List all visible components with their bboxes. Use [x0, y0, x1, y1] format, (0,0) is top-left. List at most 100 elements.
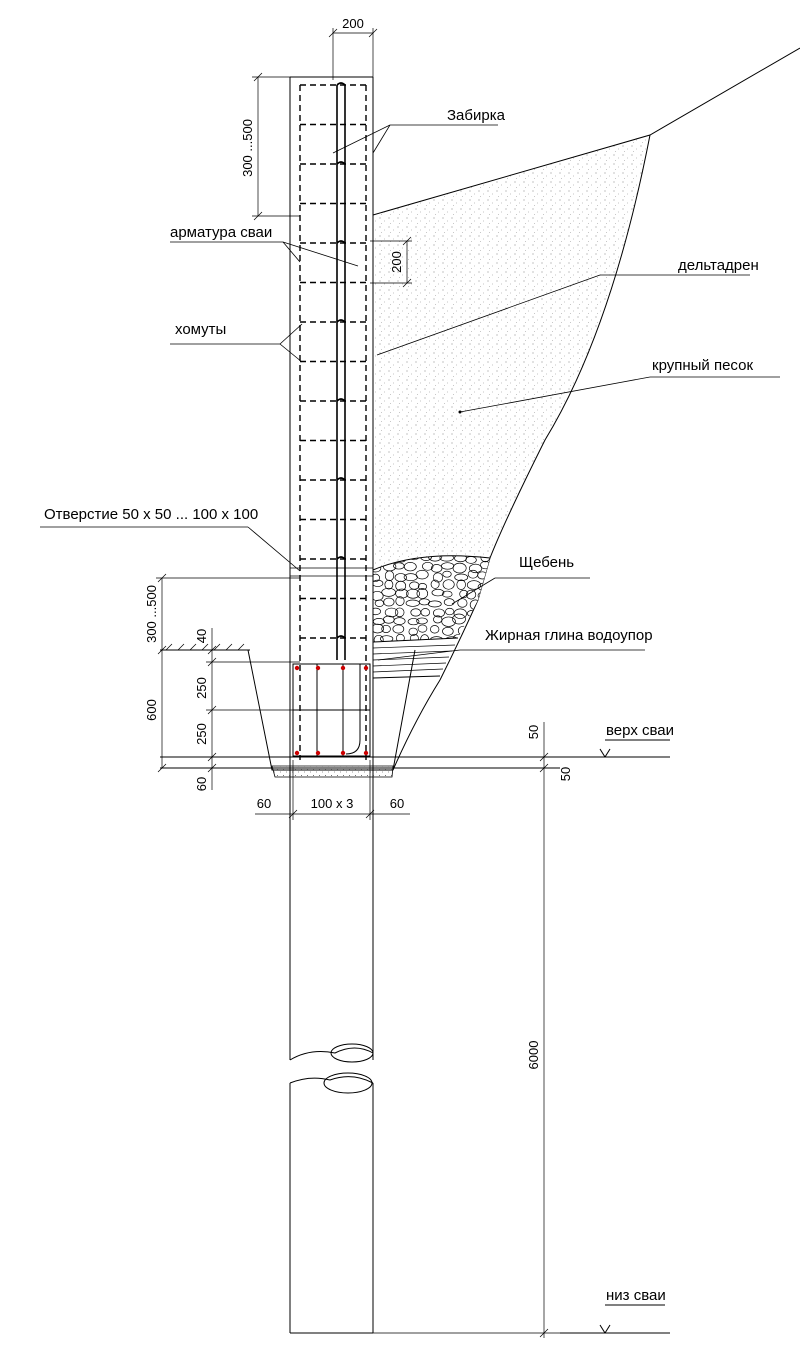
dim-top-200: 200: [342, 16, 364, 31]
label-niz-svai: низ сваи: [606, 1287, 666, 1304]
gravel-stone: [491, 581, 504, 591]
sand-backfill: [373, 135, 650, 570]
gravel-stone: [494, 589, 504, 597]
gravel-stone: [466, 625, 480, 633]
gravel-stone: [442, 626, 454, 636]
gravel-stone: [373, 623, 384, 634]
callout-armatura: арматура сваи: [170, 224, 359, 267]
dim-bottom-60-left: 60: [257, 796, 271, 811]
gravel-stone: [373, 590, 384, 601]
gravel-stone: [430, 579, 440, 589]
rebar-hook: [336, 319, 346, 323]
gravel-stone: [407, 618, 420, 626]
gravel-stone: [441, 616, 456, 627]
callout-otverstie: Отверстие 50 х 50 ... 100 х 100: [40, 506, 373, 577]
gravel-stone: [416, 617, 428, 625]
gravel-stone: [452, 613, 466, 625]
gravel-stone: [442, 570, 452, 578]
gravel-stone: [396, 633, 405, 642]
gravel-stone: [395, 580, 407, 592]
level-marker-top: верх сваи: [560, 722, 674, 758]
gravel-stone: [427, 600, 442, 608]
gravel-stone: [493, 616, 503, 626]
label-glina: Жирная глина водоупор: [485, 627, 653, 644]
gravel-stone: [480, 561, 490, 570]
callout-khomuty: хомуты: [170, 321, 303, 363]
label-armatura: арматура сваи: [170, 224, 272, 241]
callout-shcheben: Щебень: [451, 554, 590, 605]
gravel-stone: [430, 564, 443, 573]
gravel-stone: [381, 624, 391, 633]
label-pesok: крупный песок: [652, 357, 753, 374]
gravel-stone: [482, 598, 490, 607]
label-khomuty: хомуты: [175, 321, 226, 338]
gravel-stone: [408, 627, 418, 636]
rebar-hook: [336, 82, 346, 86]
gravel-stone: [475, 616, 489, 624]
dim-40: 40: [194, 629, 209, 643]
gravel-stone: [422, 561, 434, 571]
dim-250b: 250: [194, 723, 209, 745]
dim-bottom-100x3: 100 х 3: [311, 796, 354, 811]
gravel-stone: [394, 607, 405, 618]
dim-bottom-60-right: 60: [390, 796, 404, 811]
gravel-stone: [392, 624, 405, 634]
gravel-stone: [466, 580, 482, 590]
callout-deltadren: дельтадрен: [376, 257, 759, 356]
gravel-stone: [457, 598, 468, 608]
gravel-stone: [384, 570, 395, 582]
gravel-stone: [445, 607, 455, 616]
dim-600: 600: [144, 699, 159, 721]
concrete-base: [160, 643, 560, 778]
label-verkh-svai: верх сваи: [606, 722, 674, 739]
gravel-stone: [488, 606, 490, 617]
callout-glina: Жирная глина водоупор: [377, 627, 653, 661]
gravel-stone: [409, 633, 419, 642]
gravel-stone: [373, 607, 381, 616]
label-shcheben: Щебень: [519, 554, 574, 571]
pile-body: [289, 76, 374, 1334]
gravel-stone: [395, 596, 405, 606]
callout-pesok: крупный песок: [458, 357, 780, 414]
gravel-stone: [373, 579, 384, 587]
dim-spacing-200: 200: [389, 251, 404, 273]
gravel-stone: [468, 563, 483, 574]
dim-spacing-300-500: 300 ...500: [240, 119, 255, 177]
gravel-stone: [417, 624, 428, 633]
rebar-hook: [336, 398, 346, 402]
callout-zabirka: Забирка: [332, 107, 506, 154]
rebar-hook: [336, 635, 346, 639]
gravel-stone: [384, 607, 399, 618]
pile-cap-reinforcement: [292, 663, 371, 757]
gravel-stone: [406, 588, 421, 599]
level-marker-bottom: низ сваи: [560, 1287, 670, 1334]
label-deltadren: дельтадрен: [678, 257, 759, 274]
gravel-stone: [373, 573, 380, 582]
gravel-stone: [492, 553, 500, 563]
gravel-stone: [466, 589, 477, 600]
rebar-hook: [336, 556, 346, 560]
gravel-stone: [433, 615, 443, 624]
gravel-stone: [417, 583, 428, 591]
gravel-stone: [415, 569, 429, 580]
gravel-stone: [494, 572, 503, 578]
gravel-stone: [373, 634, 384, 642]
gravel-stone: [477, 591, 490, 600]
excavation-boundary: [392, 134, 651, 771]
gravel-stone: [416, 588, 429, 599]
dim-6000: 6000: [526, 1041, 541, 1070]
gravel-stone: [395, 588, 409, 599]
gravel-stone: [384, 579, 394, 590]
gravel-stone: [469, 616, 482, 628]
rebar-hook: [336, 161, 346, 165]
gravel-stone: [383, 597, 395, 607]
gravel-stone: [443, 598, 455, 606]
gravel-stone: [452, 562, 467, 574]
gravel-stone: [441, 590, 453, 598]
dim-60-left: 60: [194, 777, 209, 791]
gravel-stone: [488, 561, 490, 572]
rebar-hook: [336, 477, 346, 481]
gravel-stone: [469, 633, 481, 642]
dim-50-right: 50: [526, 725, 541, 739]
